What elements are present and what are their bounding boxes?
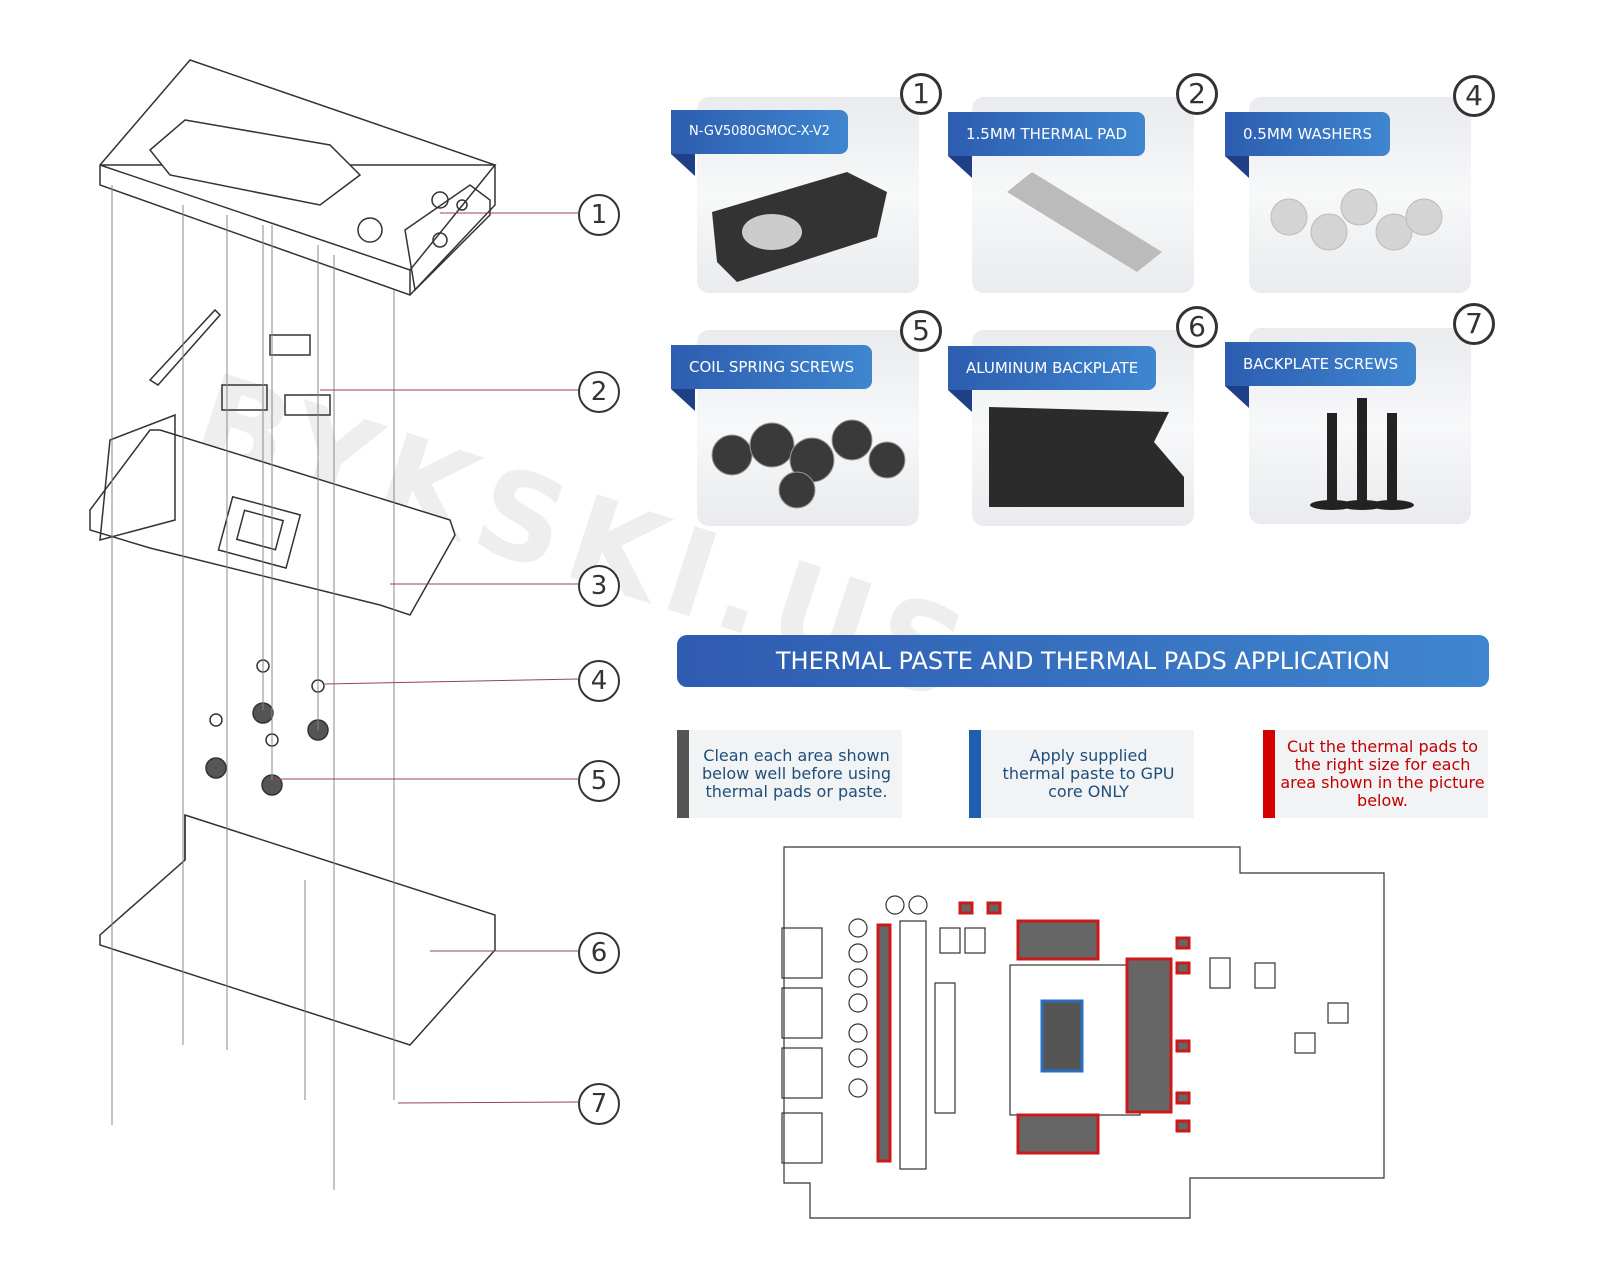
backplate-image [989, 407, 1184, 507]
part-number: 2 [1176, 73, 1218, 115]
washers-springs [205, 659, 329, 796]
part-label: BACKPLATE SCREWS [1225, 342, 1417, 408]
exploded-view-diagram [89, 59, 579, 1190]
backplate [99, 813, 496, 1046]
note-bar [969, 730, 981, 818]
callout-7: 7 [578, 1083, 620, 1125]
callout-4: 4 [578, 660, 620, 702]
part-number: 6 [1176, 306, 1218, 348]
part-label: ALUMINUM BACKPLATE [948, 346, 1157, 412]
backplate-screws-image [1310, 398, 1414, 510]
thermal-pads [148, 308, 331, 416]
callout-2: 2 [578, 371, 620, 413]
section-title: THERMAL PASTE AND THERMAL PADS APPLICATI… [677, 635, 1489, 687]
gpu-core [1040, 999, 1084, 1073]
part-label: COIL SPRING SCREWS [671, 345, 873, 411]
note-paste: Apply supplied thermal paste to GPU core… [969, 730, 1194, 818]
callout-5: 5 [578, 760, 620, 802]
part-number: 1 [900, 73, 942, 115]
part-label: 0.5MM WASHERS [1225, 112, 1391, 178]
note-bar [1263, 730, 1275, 818]
callout-6: 6 [578, 932, 620, 974]
callout-1: 1 [578, 194, 620, 236]
part-number: 7 [1453, 303, 1495, 345]
washers-image [1270, 188, 1443, 251]
water-block-image [712, 172, 887, 282]
part-label: N-GV5080GMOC-X-V2 [671, 110, 848, 176]
note-text: Apply supplied thermal paste to GPU core… [1002, 746, 1175, 801]
water-block [99, 59, 497, 296]
thermal-pad-image [1007, 172, 1162, 272]
spring-screws-image [711, 419, 906, 509]
callout-3: 3 [578, 565, 620, 607]
note-text: Cut the thermal pads to the right size f… [1280, 737, 1485, 810]
note-clean: Clean each area shown below well before … [677, 730, 902, 818]
note-cut: Cut the thermal pads to the right size f… [1263, 730, 1488, 818]
note-text: Clean each area shown below well before … [701, 746, 892, 801]
part-number: 4 [1453, 75, 1495, 117]
pcb-pad-layout-diagram [781, 846, 1385, 1219]
note-bar [677, 730, 689, 818]
part-number: 5 [900, 310, 942, 352]
part-label: 1.5MM THERMAL PAD [948, 112, 1146, 178]
